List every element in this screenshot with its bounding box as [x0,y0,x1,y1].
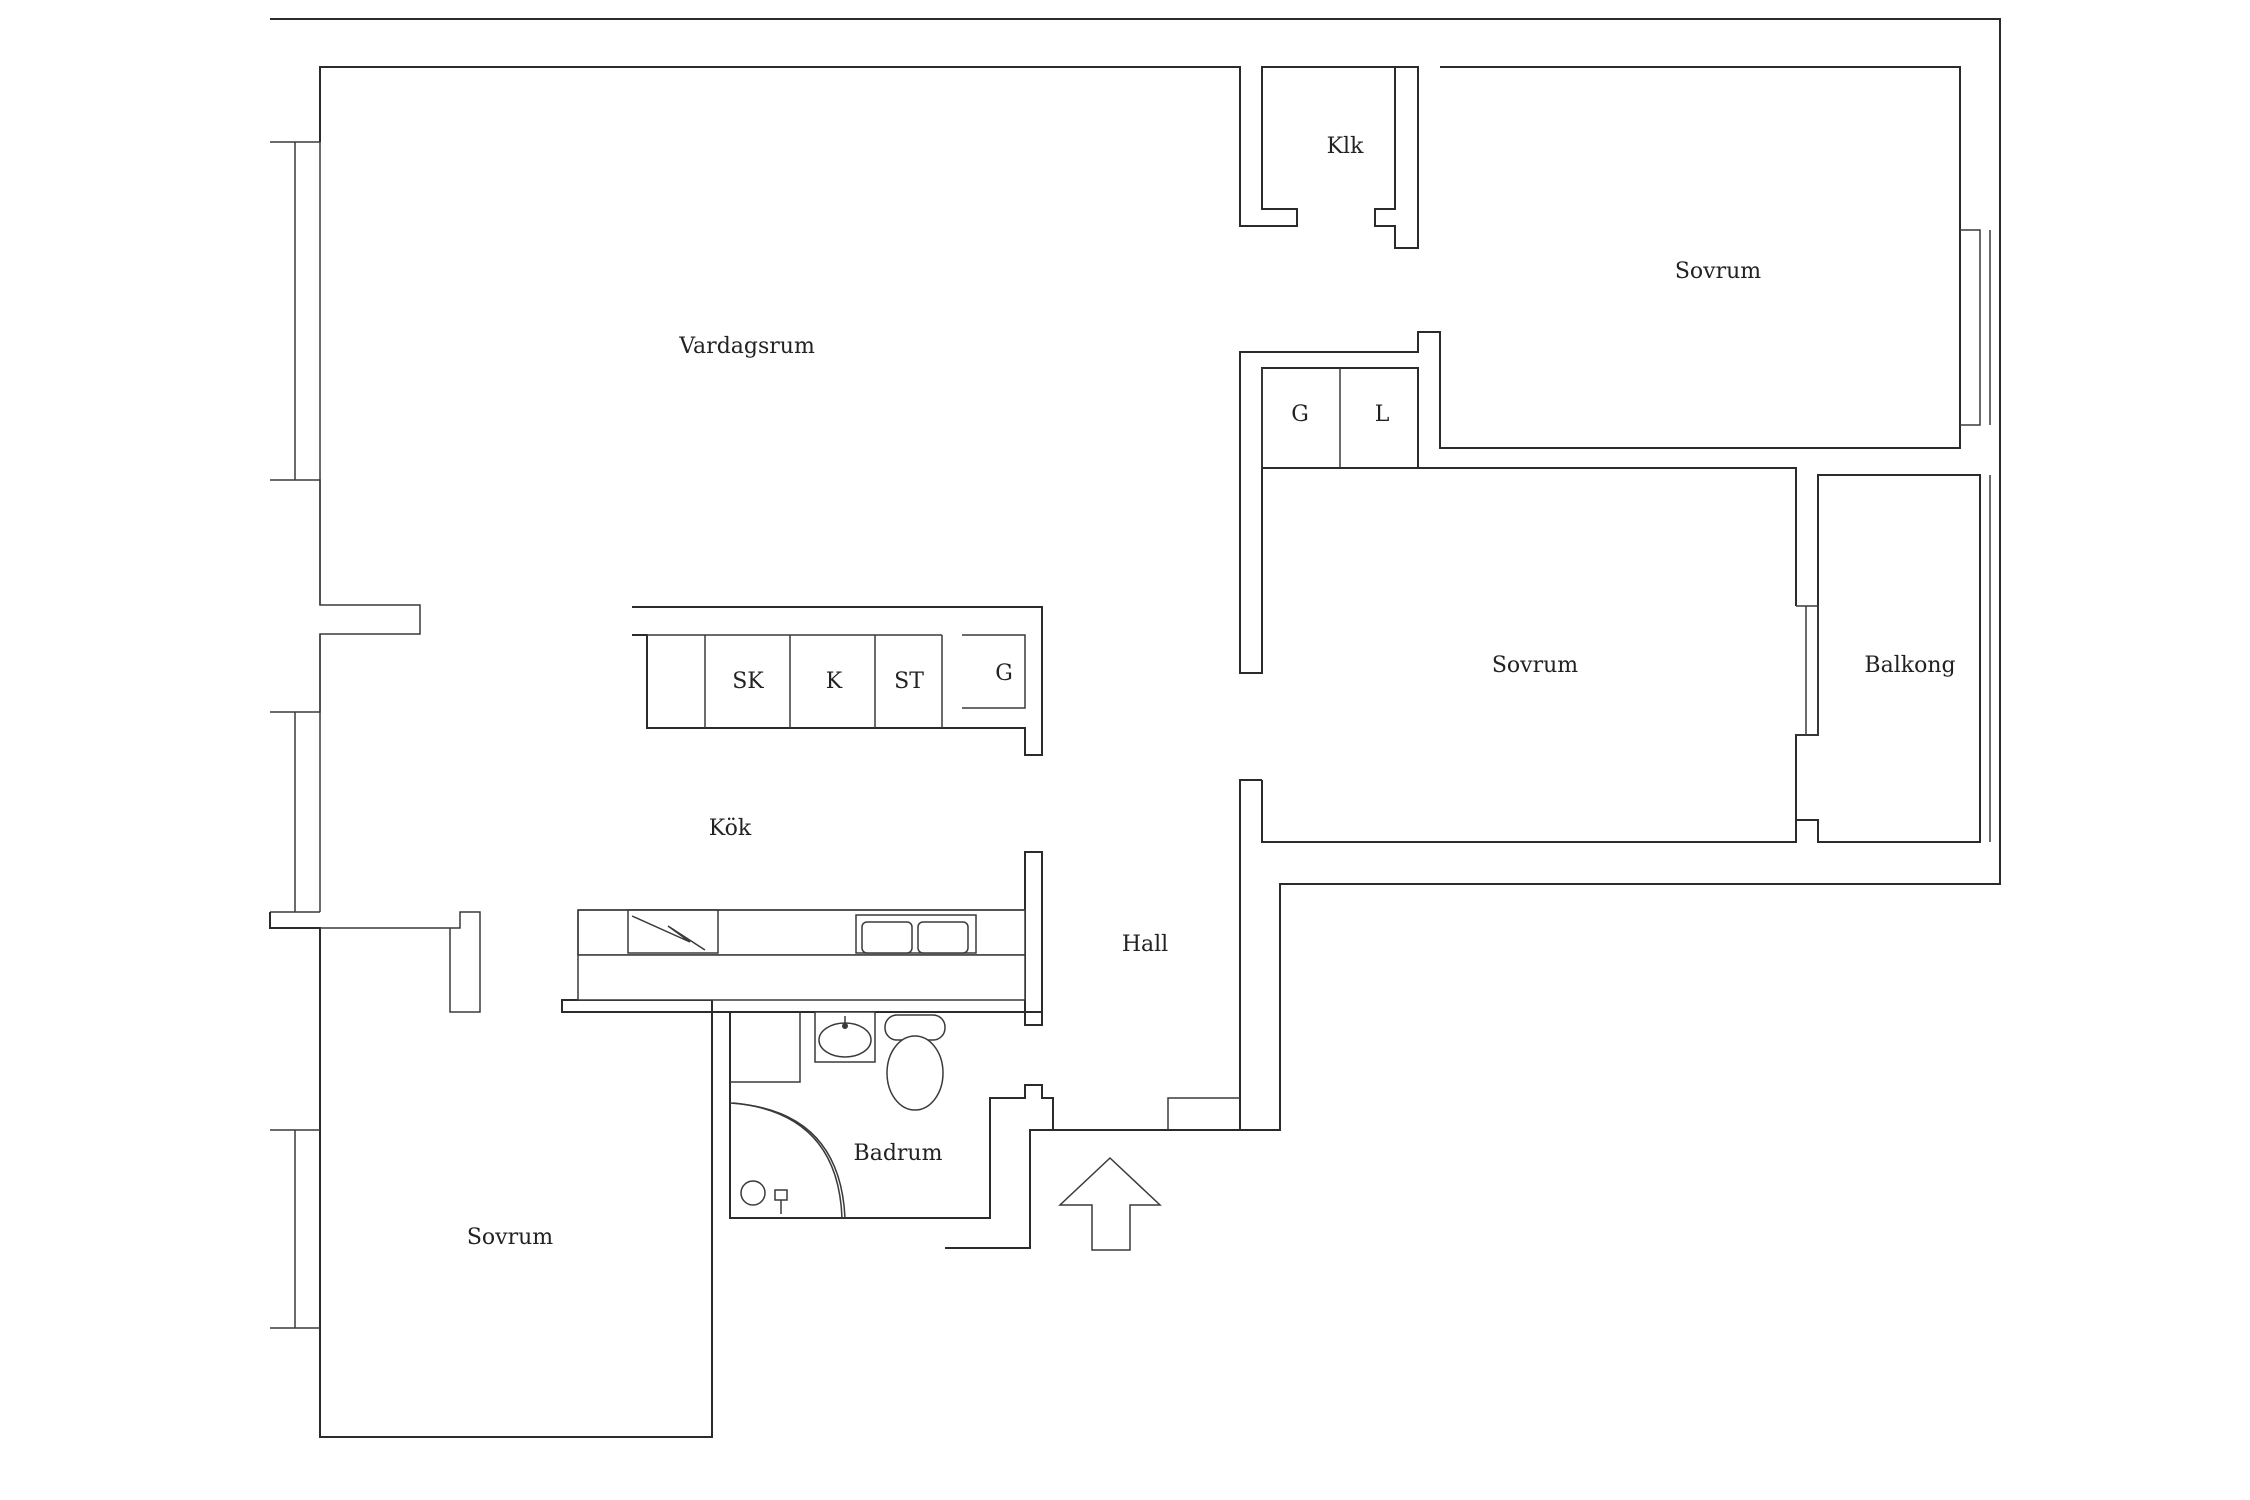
room-label-g-closet: G [1291,402,1309,427]
room-label-sovrum-middle: Sovrum [1492,653,1578,678]
kitchen-unit-labels: SK K ST G [732,661,1013,694]
room-label-vardagsrum: Vardagsrum [678,334,815,359]
kitchen-label-sk: SK [732,669,764,694]
kitchen-label-k: K [826,669,843,694]
kitchen-label-g: G [995,661,1013,686]
interior-walls [269,66,1991,1438]
outer-walls [270,18,2001,1249]
room-labels: Vardagsrum Klk Sovrum G L Sovrum Balkong… [467,134,1956,1250]
kitchen-label-st: ST [894,669,924,694]
room-label-balkong: Balkong [1864,653,1955,678]
bathroom-fixtures [729,1011,946,1219]
room-label-hall: Hall [1122,932,1168,957]
room-label-klk: Klk [1327,134,1364,159]
kitchen-cabinets [647,634,1026,728]
kitchen-counter [577,909,1026,1001]
room-label-sovrum-bottom-left: Sovrum [467,1225,553,1250]
room-label-badrum: Badrum [854,1141,943,1166]
room-label-sovrum-top-right: Sovrum [1675,259,1761,284]
entrance-arrow-icon [1058,1156,1162,1251]
room-label-l-closet: L [1375,402,1390,427]
room-label-kok: Kök [709,816,752,841]
